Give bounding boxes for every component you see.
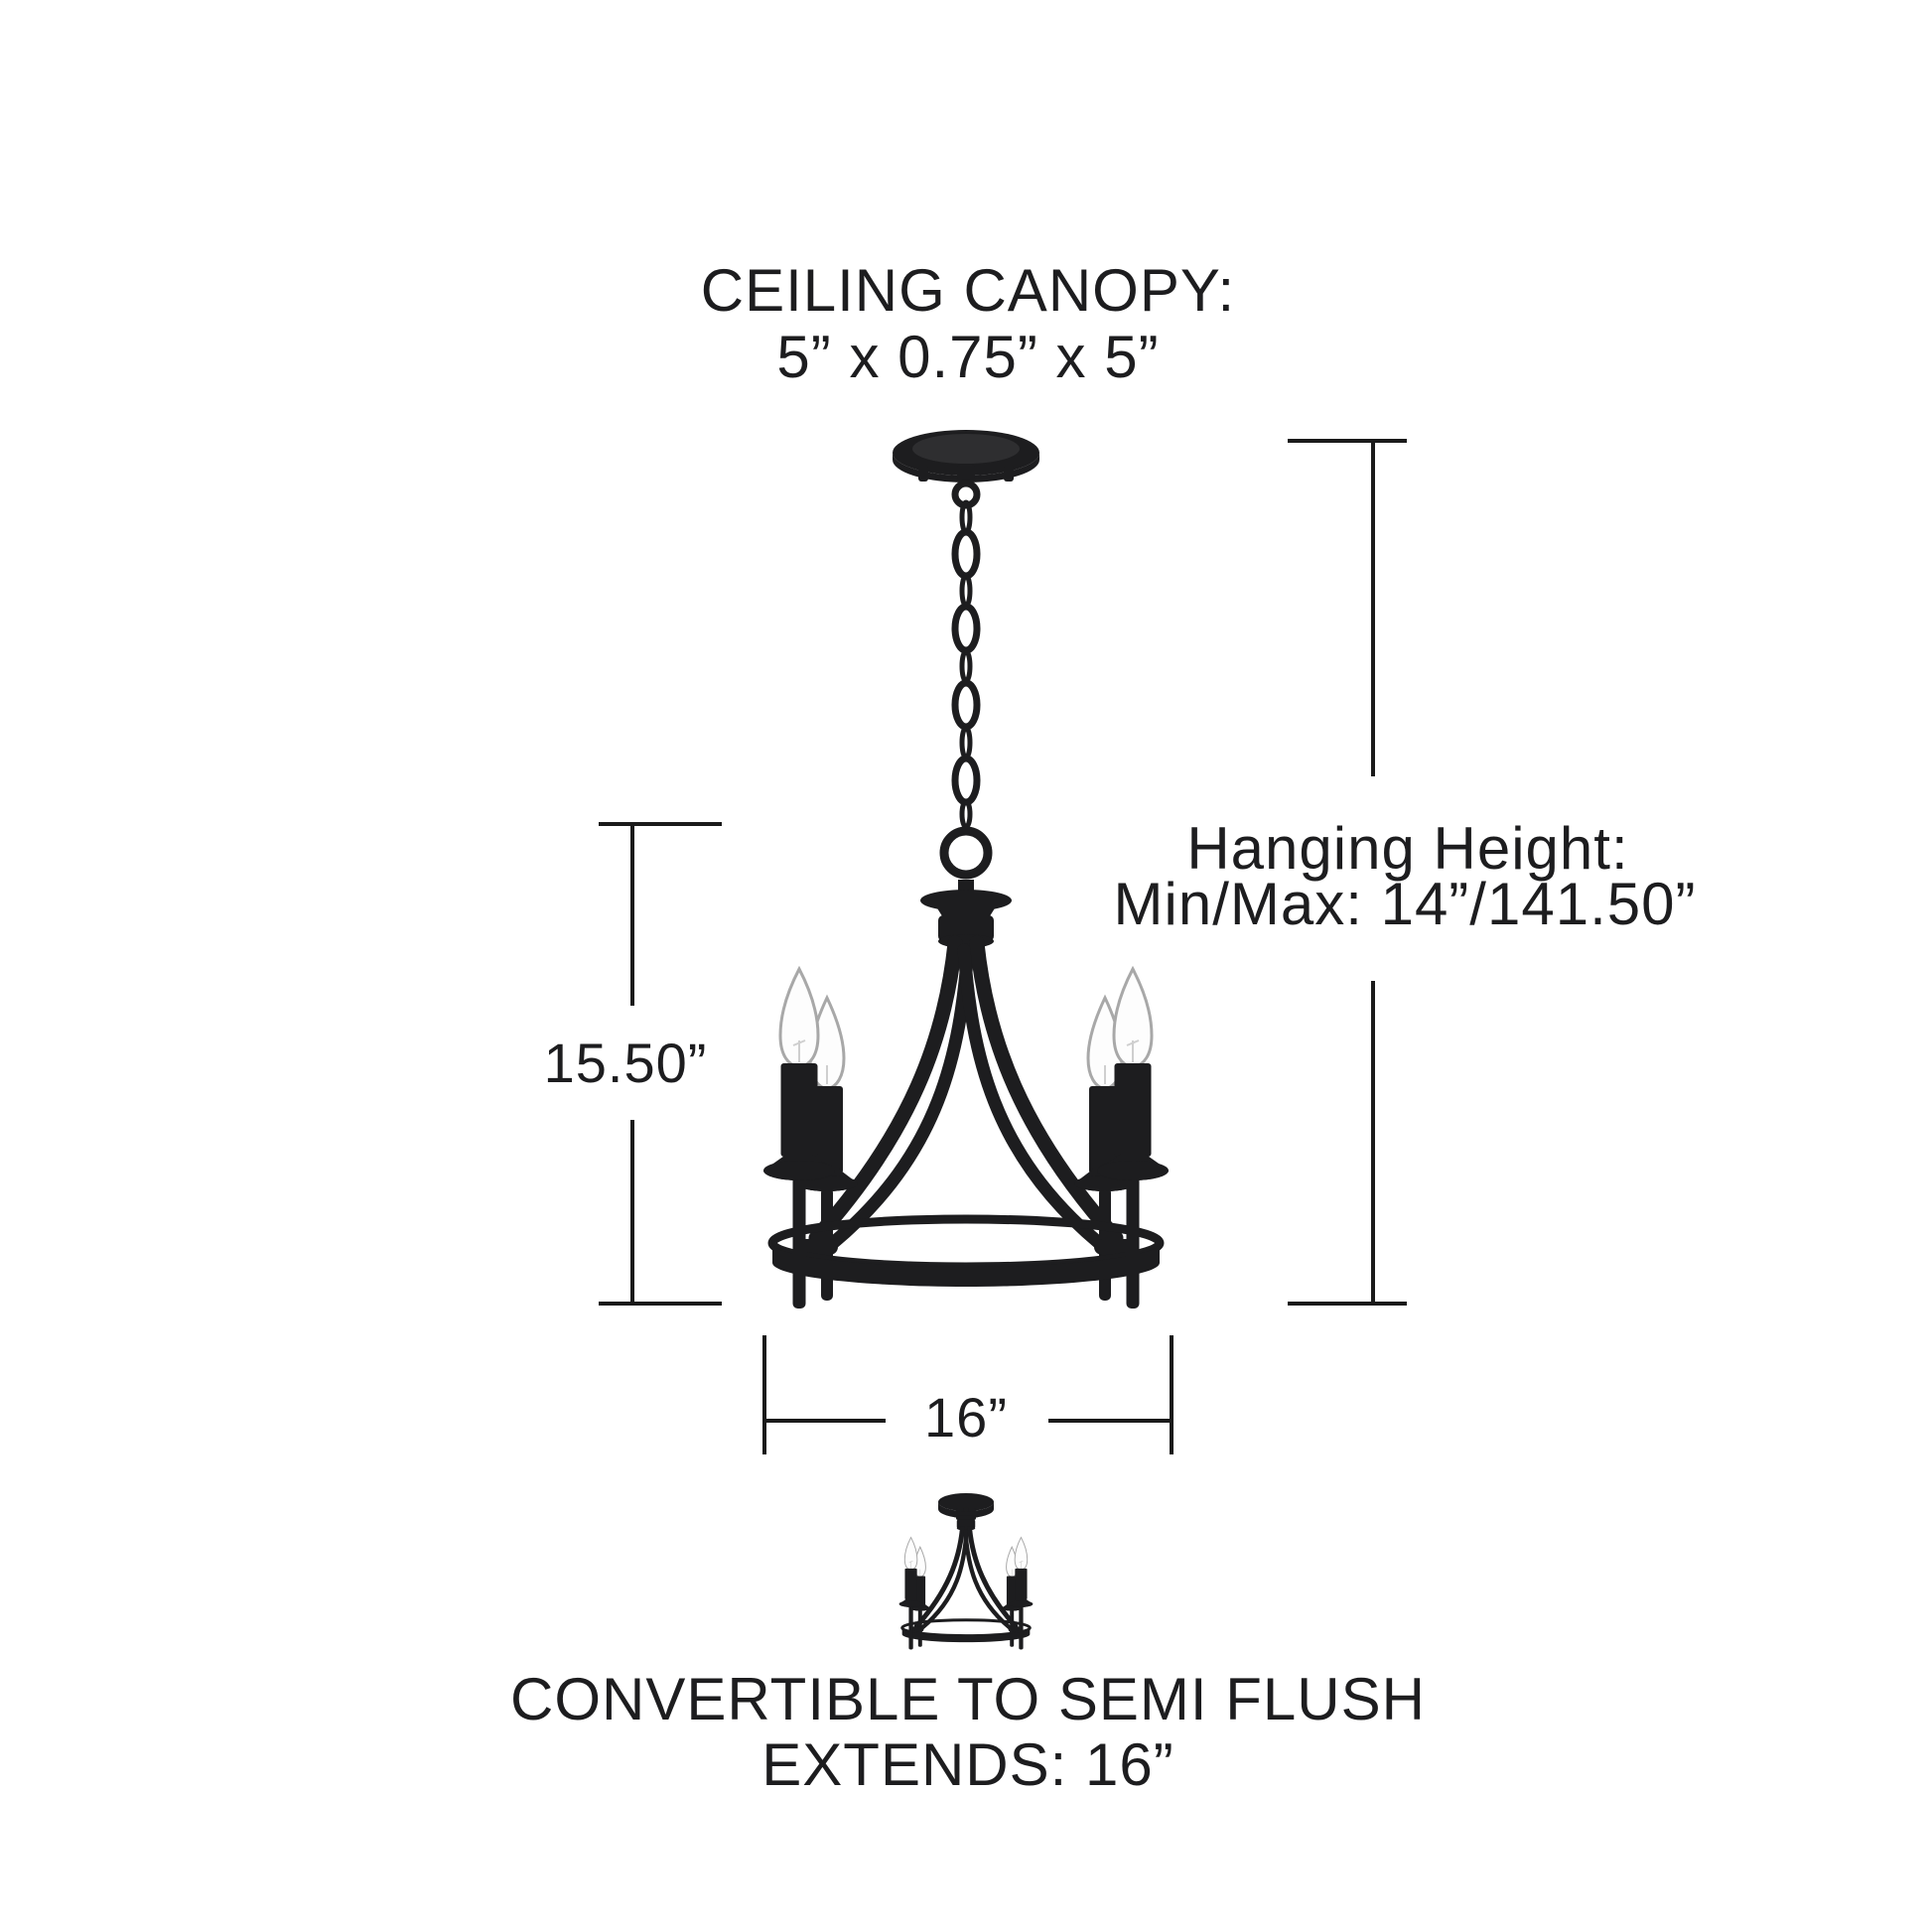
hanging-height-label-value: Min/Max: 14”/141.50”: [1114, 871, 1697, 937]
fixture-height-label: 15.50”: [544, 1032, 708, 1094]
hanging-height-label-title: Hanging Height:: [1186, 815, 1628, 882]
ceiling-canopy-label-title: CEILING CANOPY:: [701, 257, 1235, 324]
ceiling-canopy-label-value: 5” x 0.75” x 5”: [776, 324, 1159, 390]
canopy: [893, 430, 1039, 483]
semi-flush-illustration: [899, 1493, 1034, 1649]
semi-flush-body: [899, 1508, 1034, 1650]
fixture-width-label: 16”: [924, 1386, 1008, 1449]
semi-flush-label-value: EXTENDS: 16”: [761, 1731, 1173, 1798]
chandelier-body: [763, 880, 1169, 1309]
hanging-height-dimension-line: [1288, 439, 1407, 1306]
semi-flush-label-title: CONVERTIBLE TO SEMI FLUSH: [510, 1666, 1426, 1732]
chain: [939, 480, 993, 880]
height-dimension-line: [599, 822, 722, 1306]
canopy-screw: [1004, 465, 1014, 482]
canopy-screw: [918, 465, 928, 482]
chandelier-illustration: [763, 430, 1169, 1309]
hang-loop: [939, 826, 993, 880]
width-dimension-line: [762, 1335, 1173, 1454]
